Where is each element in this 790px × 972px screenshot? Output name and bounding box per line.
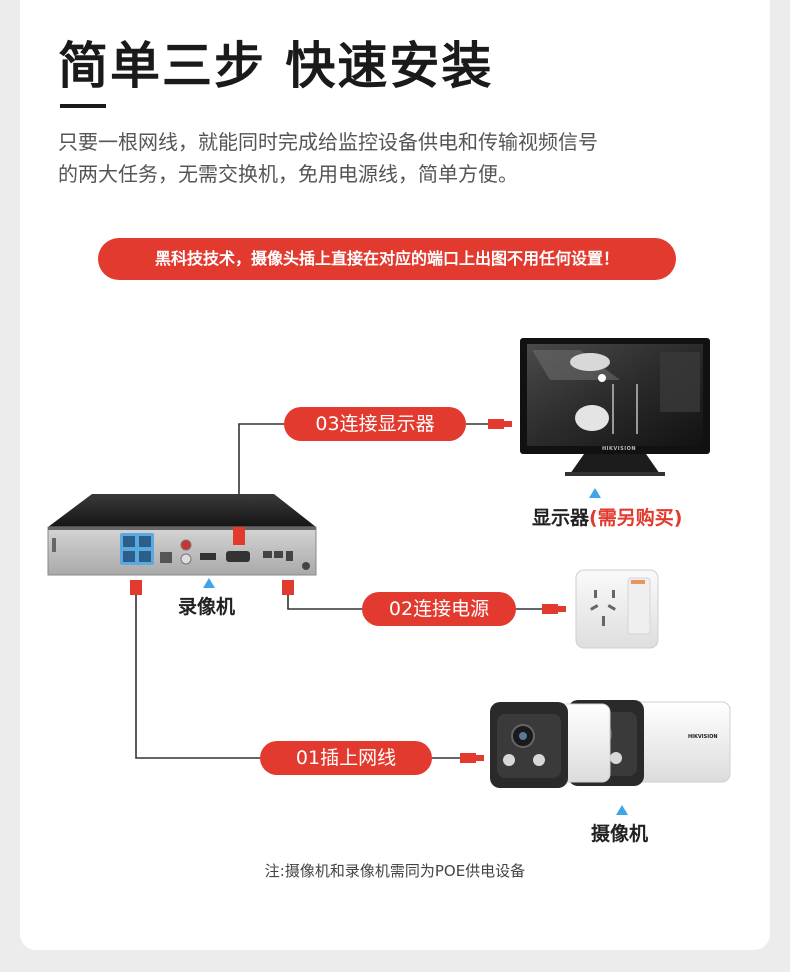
monitor-caption-note: (需另购买)	[589, 507, 683, 529]
camera-pointer-icon	[616, 805, 628, 815]
power-socket	[575, 569, 659, 649]
nvr-pointer-icon	[203, 578, 215, 588]
monitor	[520, 338, 710, 476]
step-network-label: 01插上网线	[260, 741, 432, 775]
monitor-caption-text: 显示器	[532, 507, 590, 529]
power-line	[287, 595, 542, 610]
camera-caption: 摄像机	[591, 823, 649, 845]
step-power-label: 02连接电源	[362, 592, 516, 626]
description-line: 的两大任务，无需交换机，免用电源线，简单方便。	[58, 162, 518, 186]
monitor-caption: 显示器(需另购买)	[532, 503, 682, 530]
footnote: 注:摄像机和录像机需同为POE供电设备	[264, 862, 526, 880]
page-title: 简单三步 快速安装	[58, 37, 494, 95]
power-plug	[282, 580, 294, 595]
monitor-plug	[233, 527, 245, 545]
network-line	[135, 595, 460, 759]
nvr-recorder	[47, 494, 317, 576]
network-plug	[130, 580, 142, 595]
camera-front	[490, 702, 611, 788]
monitor-brand-logo: HIKVISION	[602, 446, 637, 452]
nvr-caption: 录像机	[178, 596, 236, 618]
device-connectors	[460, 419, 566, 763]
step-monitor-label: 03连接显示器	[284, 407, 466, 441]
camera-brand-logo: HIKVISION	[688, 734, 718, 740]
installation-diagram	[47, 338, 731, 788]
connection-lines	[135, 423, 542, 759]
content-card: 简单三步 快速安装 只要一根网线，就能同时完成给监控设备供电和传输视频信号 的两…	[20, 0, 770, 950]
description: 只要一根网线，就能同时完成给监控设备供电和传输视频信号 的两大任务，无需交换机，…	[58, 126, 698, 190]
description-line: 只要一根网线，就能同时完成给监控设备供电和传输视频信号	[58, 130, 598, 154]
highlight-banner: 黑科技技术，摄像头插上直接在对应的端口上出图不用任何设置！	[98, 238, 676, 280]
monitor-pointer-icon	[589, 488, 601, 498]
nvr-connectors	[130, 527, 294, 595]
title-underline	[60, 104, 106, 108]
